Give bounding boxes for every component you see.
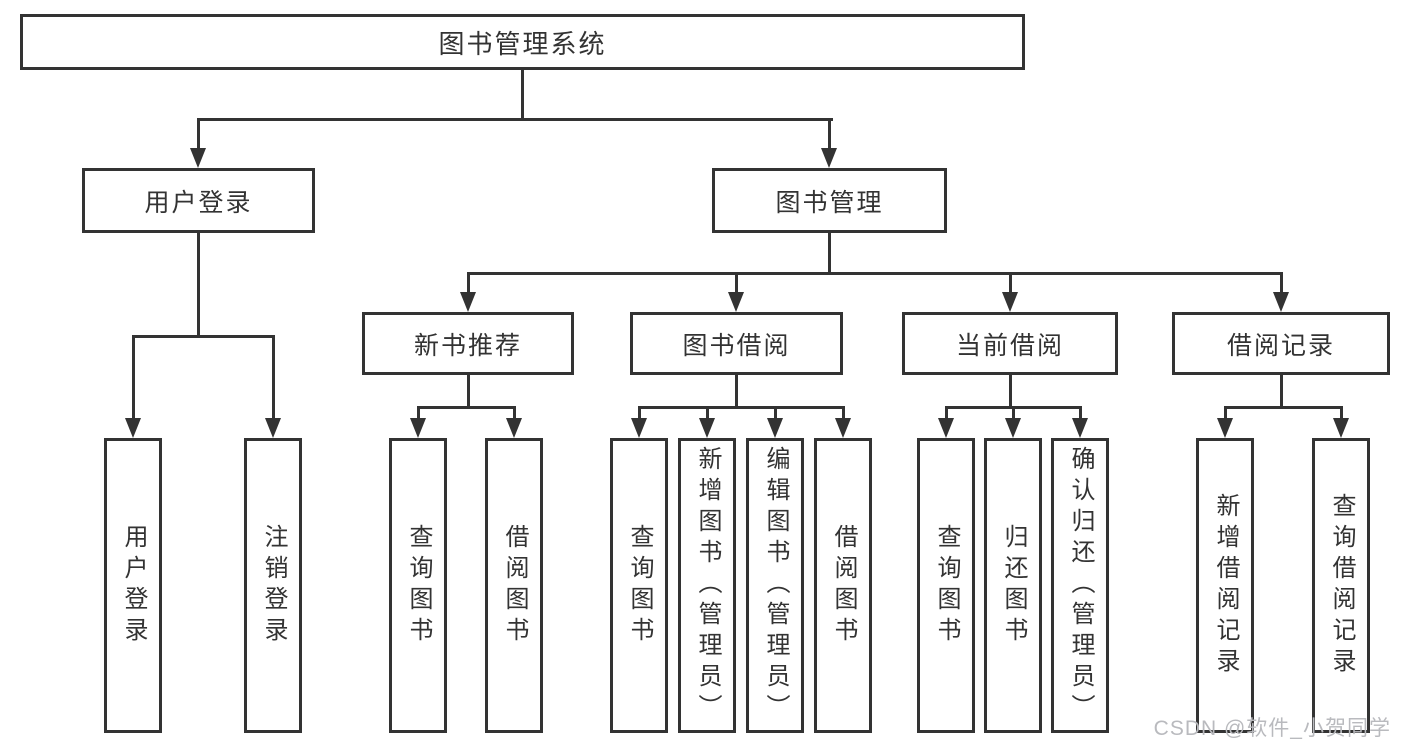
connector-trunk bbox=[734, 373, 738, 408]
arrow-down-icon bbox=[506, 418, 522, 438]
connector-split bbox=[131, 335, 275, 338]
node-book-management: 图书管理 bbox=[712, 168, 947, 233]
arrow-down-icon bbox=[1333, 418, 1349, 438]
connector-level1-split bbox=[196, 118, 833, 121]
connector-trunk bbox=[827, 231, 831, 274]
arrow-down-icon bbox=[1002, 292, 1018, 312]
leaf-label: 查询图书 bbox=[405, 523, 432, 648]
arrow-down-icon bbox=[938, 418, 954, 438]
leaf-label: 查询借阅记录 bbox=[1328, 492, 1355, 679]
leaf-label: 编辑图书（管理员） bbox=[762, 446, 789, 725]
connector-stem bbox=[773, 406, 777, 420]
arrow-down-icon bbox=[460, 292, 476, 312]
leaf-user-login: 用户登录 bbox=[104, 438, 162, 733]
leaf-label: 归还图书 bbox=[1000, 523, 1027, 648]
arrow-down-icon bbox=[265, 418, 281, 438]
leaf-label: 借阅图书 bbox=[501, 523, 528, 648]
arrow-down-icon bbox=[125, 418, 141, 438]
leaf-query-borrow-record: 查询借阅记录 bbox=[1312, 438, 1370, 733]
leaf-add-books-admin: 新增图书（管理员） bbox=[678, 438, 736, 733]
arrow-down-icon bbox=[1072, 418, 1088, 438]
leaf-label: 新增图书（管理员） bbox=[694, 446, 721, 725]
connector-split bbox=[637, 406, 845, 409]
connector-stem bbox=[841, 406, 845, 420]
connector-trunk bbox=[466, 373, 470, 408]
connector-stem bbox=[271, 335, 275, 420]
connector-stem bbox=[1279, 272, 1283, 294]
leaf-confirm-return-admin: 确认归还（管理员） bbox=[1051, 438, 1109, 733]
leaf-logout: 注销登录 bbox=[244, 438, 302, 733]
leaf-add-borrow-record: 新增借阅记录 bbox=[1196, 438, 1254, 733]
connector-stem bbox=[827, 118, 831, 150]
leaf-label: 注销登录 bbox=[260, 523, 287, 648]
arrow-down-icon bbox=[1217, 418, 1233, 438]
arrow-down-icon bbox=[821, 148, 837, 168]
node-label: 借阅记录 bbox=[1226, 331, 1335, 360]
connector-root-trunk bbox=[520, 68, 524, 120]
node-root: 图书管理系统 bbox=[20, 14, 1025, 70]
connector-level3-split bbox=[466, 272, 1283, 275]
node-label: 当前借阅 bbox=[955, 331, 1064, 360]
node-new-book-recommend: 新书推荐 bbox=[362, 312, 574, 375]
leaf-edit-books-admin: 编辑图书（管理员） bbox=[746, 438, 804, 733]
arrow-down-icon bbox=[190, 148, 206, 168]
leaf-label: 借阅图书 bbox=[830, 523, 857, 648]
connector-stem bbox=[637, 406, 641, 420]
leaf-label: 查询图书 bbox=[626, 523, 653, 648]
node-label: 图书借阅 bbox=[682, 331, 791, 360]
leaf-query-books-2: 查询图书 bbox=[610, 438, 668, 733]
leaf-query-books-3: 查询图书 bbox=[917, 438, 975, 733]
leaf-label: 确认归还（管理员） bbox=[1067, 446, 1094, 725]
leaf-label: 新增借阅记录 bbox=[1212, 492, 1239, 679]
connector-trunk bbox=[1008, 373, 1012, 408]
node-book-borrow: 图书借阅 bbox=[630, 312, 843, 375]
connector-stem bbox=[131, 335, 135, 420]
csdn-watermark: CSDN @软件_小贺同学 bbox=[1153, 717, 1391, 740]
connector-split bbox=[416, 406, 516, 409]
node-label: 用户登录 bbox=[144, 188, 253, 217]
connector-stem bbox=[1078, 406, 1082, 420]
node-root-label: 图书管理系统 bbox=[438, 28, 607, 59]
connector-split bbox=[1223, 406, 1343, 409]
connector-stem bbox=[944, 406, 948, 420]
node-borrow-records: 借阅记录 bbox=[1172, 312, 1390, 375]
arrow-down-icon bbox=[631, 418, 647, 438]
connector-stem bbox=[1223, 406, 1227, 420]
connector-trunk bbox=[1279, 373, 1283, 408]
node-current-borrow: 当前借阅 bbox=[902, 312, 1118, 375]
connector-stem bbox=[512, 406, 516, 420]
leaf-borrow-books-1: 借阅图书 bbox=[485, 438, 543, 733]
node-label: 新书推荐 bbox=[413, 331, 522, 360]
arrow-down-icon bbox=[728, 292, 744, 312]
arrow-down-icon bbox=[410, 418, 426, 438]
node-label: 图书管理 bbox=[775, 188, 884, 217]
connector-stem bbox=[466, 272, 470, 294]
leaf-label: 用户登录 bbox=[120, 523, 147, 648]
connector-stem bbox=[1011, 406, 1015, 420]
connector-stem bbox=[196, 118, 200, 150]
arrow-down-icon bbox=[1005, 418, 1021, 438]
arrow-down-icon bbox=[1273, 292, 1289, 312]
connector-stem bbox=[734, 272, 738, 294]
leaf-label: 查询图书 bbox=[933, 523, 960, 648]
connector-stem bbox=[705, 406, 709, 420]
connector-trunk bbox=[196, 231, 200, 337]
node-user-login: 用户登录 bbox=[82, 168, 315, 233]
connector-stem bbox=[1339, 406, 1343, 420]
connector-stem bbox=[416, 406, 420, 420]
arrow-down-icon bbox=[835, 418, 851, 438]
leaf-borrow-books-2: 借阅图书 bbox=[814, 438, 872, 733]
connector-stem bbox=[1008, 272, 1012, 294]
arrow-down-icon bbox=[699, 418, 715, 438]
arrow-down-icon bbox=[767, 418, 783, 438]
leaf-query-books-1: 查询图书 bbox=[389, 438, 447, 733]
leaf-return-books: 归还图书 bbox=[984, 438, 1042, 733]
